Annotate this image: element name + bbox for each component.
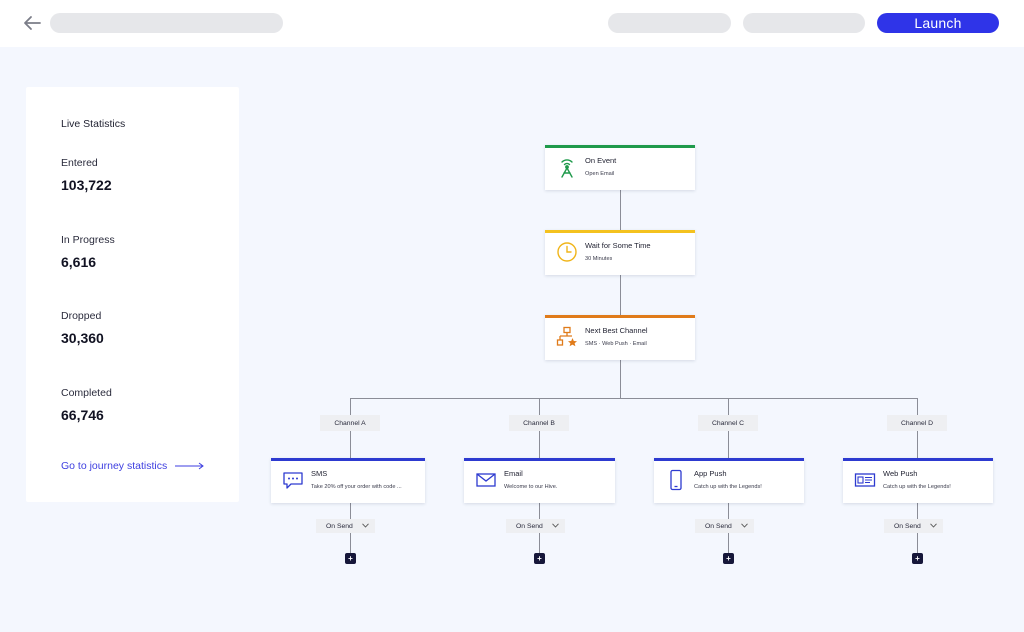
on-send-dropdown[interactable]: On Send [884,519,943,533]
add-step-button[interactable]: + [723,553,734,564]
web-push-node[interactable]: Web Push Catch up with the Legends! [843,458,993,503]
node-accent-bar [545,230,695,233]
chevron-down-icon [552,523,559,528]
node-title: Next Best Channel [585,326,648,335]
node-subtitle: Catch up with the Legends! [694,484,762,490]
add-step-button[interactable]: + [912,553,923,564]
on-send-dropdown[interactable]: On Send [506,519,565,533]
panel-title: Live Statistics [61,118,126,130]
stat-value-completed: 66,746 [61,407,104,423]
top-bar: Launch [0,0,1024,47]
add-step-button[interactable]: + [534,553,545,564]
hierarchy-star-icon [556,326,577,347]
chevron-down-icon [930,523,937,528]
journey-statistics-link-label: Go to journey statistics [61,460,168,472]
node-subtitle: Catch up with the Legends! [883,484,951,490]
next-best-channel-node[interactable]: Next Best Channel SMS · Web Push · Email [545,315,695,360]
dropdown-label: On Send [894,522,921,530]
journey-statistics-link[interactable]: Go to journey statistics [61,460,205,472]
node-subtitle: SMS · Web Push · Email [585,341,647,347]
node-title: On Event [585,156,617,165]
stat-label-entered: Entered [61,157,98,169]
node-title: SMS [311,469,328,478]
toolbar-placeholder-button[interactable] [608,13,731,33]
dropdown-label: On Send [326,522,353,530]
stat-label-dropped: Dropped [61,310,102,322]
chevron-down-icon [362,523,369,528]
node-accent-bar [271,458,425,461]
smartphone-icon [670,469,682,491]
journey-name-placeholder[interactable] [50,13,283,33]
dropdown-label: On Send [705,522,732,530]
web-window-icon [854,473,876,487]
stat-value-dropped: 30,360 [61,330,104,346]
on-event-node[interactable]: On Event Open Email [545,145,695,190]
node-accent-bar [545,315,695,318]
node-subtitle: Take 20% off your order with code ... [311,484,402,490]
add-step-button[interactable]: + [345,553,356,564]
node-title: Web Push [883,469,918,478]
email-node[interactable]: Email Welcome to our Hive. [464,458,615,503]
channel-c-tag: Channel C [698,415,758,431]
launch-button[interactable]: Launch [877,13,999,33]
channel-d-tag: Channel D [887,415,947,431]
node-accent-bar [654,458,804,461]
dropdown-label: On Send [516,522,543,530]
node-subtitle: 30 Minutes [585,256,613,262]
on-send-dropdown[interactable]: On Send [316,519,375,533]
toolbar-placeholder-button[interactable] [743,13,865,33]
node-subtitle: Welcome to our Hive. [504,484,558,490]
stat-label-completed: Completed [61,387,112,399]
antenna-icon [561,159,573,178]
envelope-icon [476,473,496,487]
node-subtitle: Open Email [585,171,615,177]
sms-icon [283,472,303,489]
app-push-node[interactable]: App Push Catch up with the Legends! [654,458,804,503]
stat-value-in-progress: 6,616 [61,254,97,270]
wait-node[interactable]: Wait for Some Time 30 Minutes [545,230,695,275]
stat-value-entered: 103,722 [61,177,112,193]
sms-node[interactable]: SMS Take 20% off your order with code ..… [271,458,425,503]
live-statistics-panel: Live Statistics Entered 103,722 In Progr… [26,87,239,502]
node-title: Email [504,469,523,478]
channel-a-tag: Channel A [320,415,380,431]
node-title: App Push [694,469,727,478]
back-arrow-icon[interactable] [22,14,42,32]
stat-label-in-progress: In Progress [61,234,115,246]
node-accent-bar [843,458,993,461]
node-accent-bar [464,458,615,461]
node-accent-bar [545,145,695,148]
on-send-dropdown[interactable]: On Send [695,519,754,533]
channel-b-tag: Channel B [509,415,569,431]
clock-icon [557,242,577,262]
arrow-right-icon [175,462,205,470]
node-title: Wait for Some Time [585,241,651,250]
chevron-down-icon [741,523,748,528]
